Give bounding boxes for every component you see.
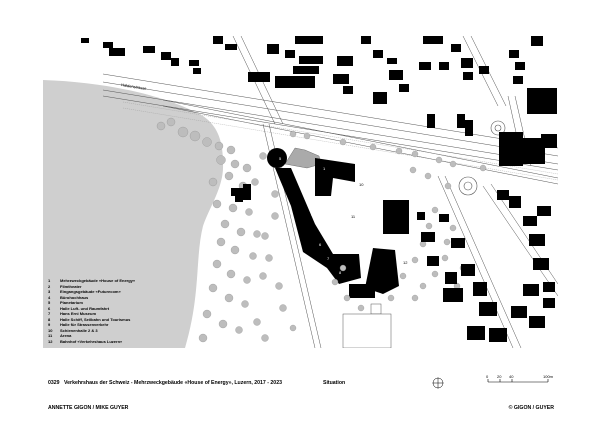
scale-tick-40: 40 [509,374,514,379]
legend-item: 3 Eingangsgebäude «Futurecom» [48,289,198,295]
lake [43,80,224,348]
site-number: 5 [279,156,282,161]
legend-item: 6 Halle Luft- und Raumfahrt [48,306,198,312]
legend-label: Mehrzweckgebäude «House of Energy» [60,278,136,283]
site-number: 10 [359,182,364,187]
legend-label: Bürohochhaus [60,294,89,300]
legend-label: Eingangsgebäude «Futurecom» [60,289,121,294]
road-rail-corridor [102,73,558,185]
west-pavilion [231,184,251,202]
site-number: 8 [339,270,342,275]
house-of-energy [315,158,355,196]
legend-number: 8 [48,316,51,322]
legend-label: Bahnhof «Verkehrshaus Luzern» [60,338,123,344]
legend-item: 8 Halle Schiff, Seilbahn und Tourismus [48,317,198,323]
legend-item: 7 Hans Erni Museum [48,311,198,317]
legend-item: 2 Filmtheater [48,284,198,290]
legend-number: 2 [48,283,51,289]
plan-type: Situation [323,380,346,386]
scale-tick-0: 0 [486,374,489,379]
legend-item: 1 Mehrzweckgebäude «House of Energy» [48,278,198,284]
legend-number: 3 [48,289,51,294]
site-number: 9 [383,200,386,205]
legend-number: 7 [48,311,51,316]
street-label: Haldenstrasse [121,82,148,91]
site-number-labels: 1 10 11 12 3 4 5 6 7 8 9 [279,156,408,275]
legend-label: Arena [60,333,72,338]
legend-item: 11 Arena [48,333,198,339]
legend-number: 4 [48,294,51,300]
copyright: © GIGON / GUYER [508,405,554,411]
site-number: 3 [309,198,312,203]
architects: ANNETTE GIGON / MIKE GUYER [48,405,129,411]
legend-item: 9 Halle für Strassenverkehr [48,322,198,328]
legend-item: 5 Planetarium [48,300,198,306]
legend-item: 12 Bahnhof «Verkehrshaus Luzern» [48,339,198,345]
site-number: 11 [351,214,356,219]
road-hall [365,248,399,294]
site-number: 1 [323,166,326,171]
rail-trees [289,130,487,190]
legend-label: Halle für Strassenverkehr [60,322,109,327]
scale-bar: 0 20 40 100m [486,374,556,394]
site-number: 12 [403,260,408,265]
site-number: 4 [311,212,314,217]
legend-item: 10 Schienenhalle 2 & 3 [48,328,198,334]
planetarium [267,148,287,168]
lakeshore-trees [156,117,297,343]
legend-label: Hans Erni Museum [60,311,97,316]
north-buildings [81,36,557,166]
scale-tick-20: 20 [497,374,502,379]
scale-bar-line [487,379,549,383]
museum-site [267,147,409,348]
project-number: 0329 [48,380,60,386]
legend-label: Schienenhalle 2 & 3 [60,327,98,333]
rail-hall [383,200,409,234]
scale-tick-100: 100m [543,374,554,379]
legend-item: 4 Bürohochhaus [48,295,198,301]
site-number: 7 [327,256,330,261]
legend: 1 Mehrzweckgebäude «House of Energy» 2 Film… [48,278,198,344]
legend-number: 1 [48,278,51,283]
roundabouts [458,120,506,196]
legend-number: 10 [48,327,53,333]
railway-tracks [122,101,558,181]
legend-label: Halle Schiff, Seilbahn und Tourismus [60,316,131,322]
legend-number: 6 [48,305,51,311]
legend-number: 9 [48,322,51,327]
north-arrow-icon [432,377,444,389]
project-title: Verkehrshaus der Schweiz - Mehrzweckgebä… [64,380,282,386]
site-number: 6 [319,242,322,247]
site-plan-map: Haldenstrasse [43,36,558,348]
legend-label: Halle Luft- und Raumfahrt [60,305,110,311]
legend-label: Filmtheater [60,283,82,289]
legend-number: 5 [48,300,51,305]
legend-number: 11 [48,333,53,338]
main-hall [275,168,361,284]
east-buildings [417,190,555,342]
legend-number: 12 [48,338,53,344]
legend-label: Planetarium [60,300,83,305]
